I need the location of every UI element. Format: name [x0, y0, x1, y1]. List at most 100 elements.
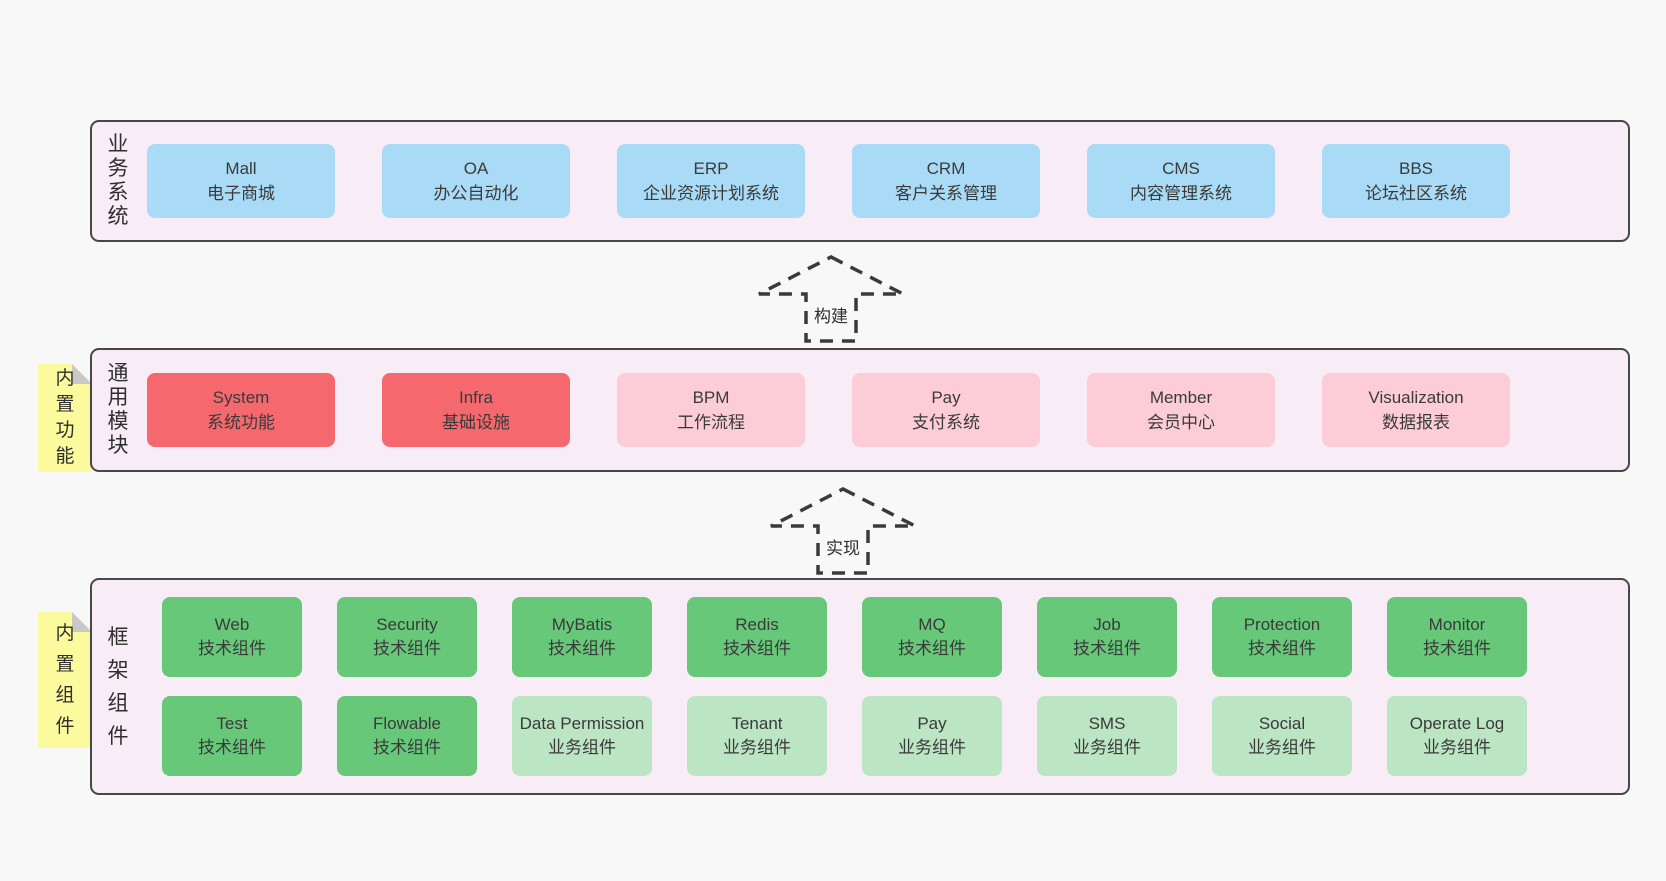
box-crm: CRM 客户关系管理: [852, 144, 1040, 218]
box-subtitle: 客户关系管理: [895, 184, 997, 203]
common-modules-panel: 通用模块 System 系统功能 Infra 基础设施 BPM 工作流程 Pay…: [90, 348, 1630, 472]
box-system: System 系统功能: [147, 373, 335, 447]
box-redis: Redis 技术组件: [687, 597, 827, 677]
up-arrow-icon: [770, 487, 916, 575]
box-subtitle: 业务组件: [723, 738, 791, 757]
box-subtitle: 技术组件: [198, 738, 266, 757]
box-title: Monitor: [1428, 615, 1486, 634]
box-title: Test: [216, 714, 248, 733]
box-title: Data Permission: [519, 714, 645, 733]
box-subtitle: 业务组件: [898, 738, 966, 757]
box-subtitle: 技术组件: [548, 639, 616, 658]
box-erp: ERP 企业资源计划系统: [617, 144, 805, 218]
box-subtitle: 基础设施: [442, 413, 510, 432]
box-subtitle: 技术组件: [1073, 639, 1141, 658]
box-security: Security 技术组件: [337, 597, 477, 677]
box-subtitle: 业务组件: [1423, 738, 1491, 757]
box-subtitle: 技术组件: [1423, 639, 1491, 658]
box-title: BBS: [1398, 159, 1434, 178]
box-protection: Protection 技术组件: [1212, 597, 1352, 677]
up-arrow-icon: [758, 255, 904, 343]
box-mybatis: MyBatis 技术组件: [512, 597, 652, 677]
box-title: BPM: [692, 388, 730, 407]
sticky-note-label: 内置功能: [55, 368, 75, 467]
box-subtitle: 业务组件: [548, 738, 616, 757]
box-subtitle: 办公自动化: [433, 184, 519, 203]
sticky-note-label: 内置组件: [55, 623, 75, 737]
box-title: CRM: [926, 159, 966, 178]
sticky-note-built-in-components: 内置组件: [38, 612, 92, 748]
box-sms: SMS 业务组件: [1037, 696, 1177, 776]
box-title: Infra: [458, 388, 494, 407]
box-web: Web 技术组件: [162, 597, 302, 677]
framework-components-panel: 框架组件 Web 技术组件 Security 技术组件 MyBatis 技术组件…: [90, 578, 1630, 795]
box-title: Job: [1093, 615, 1121, 634]
box-title: Flowable: [372, 714, 442, 733]
box-subtitle: 技术组件: [373, 639, 441, 658]
box-mq: MQ 技术组件: [862, 597, 1002, 677]
box-pay-biz: Pay 业务组件: [862, 696, 1002, 776]
box-bbs: BBS 论坛社区系统: [1322, 144, 1510, 218]
implement-arrow-label: 实现: [826, 539, 860, 558]
box-subtitle: 内容管理系统: [1130, 184, 1232, 203]
business-systems-panel: 业务系统 Mall 电子商城 OA 办公自动化 ERP 企业资源计划系统 CRM…: [90, 120, 1630, 242]
modules-box-row: System 系统功能 Infra 基础设施 BPM 工作流程 Pay 支付系统…: [147, 373, 1510, 447]
box-oa: OA 办公自动化: [382, 144, 570, 218]
framework-row-2: Test 技术组件 Flowable 技术组件 Data Permission …: [162, 696, 1527, 776]
box-title: Visualization: [1368, 388, 1464, 407]
box-subtitle: 会员中心: [1147, 413, 1215, 432]
box-social: Social 业务组件: [1212, 696, 1352, 776]
box-subtitle: 技术组件: [373, 738, 441, 757]
box-data-permission: Data Permission 业务组件: [512, 696, 652, 776]
box-subtitle: 系统功能: [207, 413, 275, 432]
box-operate-log: Operate Log 业务组件: [1387, 696, 1527, 776]
box-job: Job 技术组件: [1037, 597, 1177, 677]
box-monitor: Monitor 技术组件: [1387, 597, 1527, 677]
box-title: OA: [463, 159, 489, 178]
box-title: SMS: [1088, 714, 1126, 733]
box-subtitle: 技术组件: [198, 639, 266, 658]
box-title: Tenant: [731, 714, 783, 733]
box-title: Mall: [225, 159, 257, 178]
box-title: Social: [1258, 714, 1306, 733]
business-box-row: Mall 电子商城 OA 办公自动化 ERP 企业资源计划系统 CRM 客户关系…: [147, 144, 1510, 218]
framework-components-vertical-label: 框架组件: [107, 625, 129, 748]
box-cms: CMS 内容管理系统: [1087, 144, 1275, 218]
box-subtitle: 电子商城: [207, 184, 275, 203]
box-title: Member: [1149, 388, 1213, 407]
box-title: MQ: [918, 615, 946, 634]
box-subtitle: 数据报表: [1382, 413, 1450, 432]
box-subtitle: 技术组件: [1248, 639, 1316, 658]
box-bpm: BPM 工作流程: [617, 373, 805, 447]
box-title: ERP: [693, 159, 729, 178]
box-mall: Mall 电子商城: [147, 144, 335, 218]
box-subtitle: 技术组件: [898, 639, 966, 658]
box-tenant: Tenant 业务组件: [687, 696, 827, 776]
common-modules-vertical-label: 通用模块: [107, 362, 129, 457]
sticky-note-icon: [38, 612, 92, 748]
box-subtitle: 工作流程: [677, 413, 745, 432]
box-subtitle: 支付系统: [912, 413, 980, 432]
box-subtitle: 业务组件: [1073, 738, 1141, 757]
sticky-note-built-in-features: 内置功能: [38, 364, 92, 472]
box-title: MyBatis: [551, 615, 613, 634]
box-title: Web: [214, 615, 250, 634]
sticky-note-icon: [38, 364, 92, 472]
box-subtitle: 企业资源计划系统: [643, 184, 779, 203]
box-test: Test 技术组件: [162, 696, 302, 776]
box-infra: Infra 基础设施: [382, 373, 570, 447]
box-title: Protection: [1243, 615, 1321, 634]
box-subtitle: 论坛社区系统: [1365, 184, 1467, 203]
box-title: Redis: [735, 615, 779, 634]
build-arrow-label: 构建: [814, 307, 848, 326]
box-title: Pay: [931, 388, 961, 407]
box-title: Security: [376, 615, 438, 634]
box-title: System: [212, 388, 270, 407]
box-subtitle: 业务组件: [1248, 738, 1316, 757]
build-arrow: 构建: [756, 254, 906, 344]
framework-row-1: Web 技术组件 Security 技术组件 MyBatis 技术组件 Redi…: [162, 597, 1527, 677]
framework-grid: Web 技术组件 Security 技术组件 MyBatis 技术组件 Redi…: [147, 597, 1527, 776]
implement-arrow: 实现: [768, 486, 918, 576]
box-title: Operate Log: [1409, 714, 1505, 733]
